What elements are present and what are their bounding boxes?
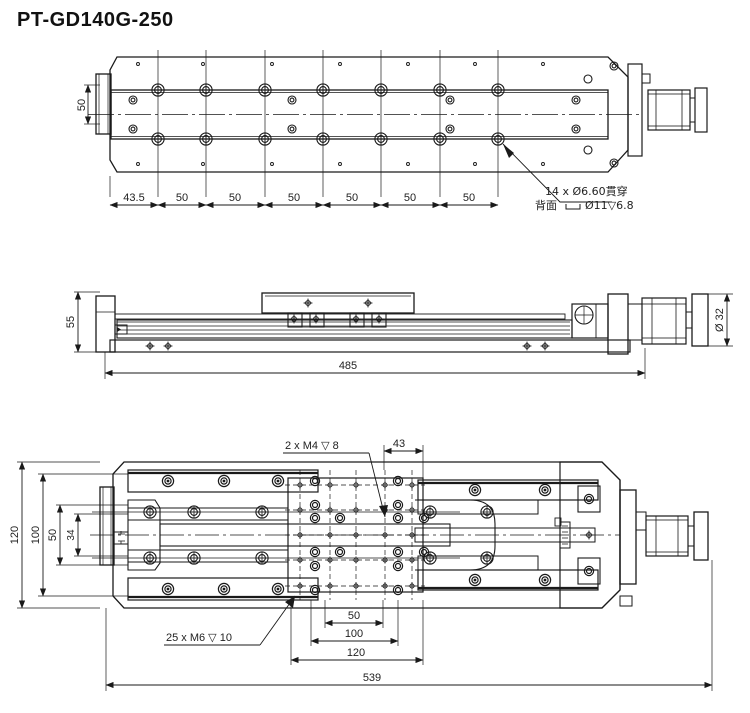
callout-14x-line2-prefix: 背面 (535, 198, 557, 212)
top-view-callout-14x: 14 x Ø6.60貫穿 背面 Ø11▽6.8 (502, 143, 634, 212)
callout-14x-line1: 14 x Ø6.60貫穿 (545, 184, 628, 198)
dim-label-55: 55 (65, 316, 77, 328)
bottom-view-horizontal-dims: 50 100 120 539 (105, 560, 713, 691)
callout-14x-line2-rest: Ø11▽6.8 (585, 199, 634, 212)
top-view-small-holes (136, 62, 545, 166)
bottom-view-dim-43: 43 (383, 438, 424, 478)
dim-label-50-e: 50 (404, 192, 416, 204)
dim-label-b120-v: 120 (9, 526, 21, 544)
callout-m6-text: 25 x M6 ▽ 10 (166, 632, 232, 644)
dim-label-50-d: 50 (346, 192, 358, 204)
dim-label-b100-v: 100 (30, 526, 42, 544)
dim-label-539: 539 (363, 672, 381, 684)
dim-label-b50-v: 50 (47, 529, 59, 541)
dim-label-50-f: 50 (463, 192, 475, 204)
dim-label-50-c: 50 (288, 192, 300, 204)
front-view-dim-55: 55 (65, 291, 100, 353)
dim-label-top-50: 50 (76, 99, 88, 111)
dim-label-b120: 120 (347, 647, 365, 659)
bottom-view-callout-m4: 2 x M4 ▽ 8 (283, 440, 388, 518)
bottom-view-group: 120 100 50 34 2 x M4 ▽ 8 (9, 438, 713, 691)
dim-label-b100: 100 (345, 628, 363, 640)
bottom-view-callout-m6: 25 x M6 ▽ 10 (164, 595, 296, 646)
dim-label-43-5: 43.5 (123, 192, 144, 204)
callout-m4-text: 2 x M4 ▽ 8 (285, 440, 339, 452)
bottom-view-vertical-dims: 120 100 50 34 (9, 461, 128, 609)
bottom-view-m6-grid (285, 470, 430, 600)
front-view-group: 55 485 Ø 32 (65, 291, 733, 379)
dim-label-43: 43 (393, 438, 405, 450)
dim-label-485: 485 (339, 360, 357, 372)
dim-label-d32: Ø 32 (714, 308, 726, 332)
page-title: PT-GD140G-250 (17, 9, 174, 31)
dim-label-50-a: 50 (176, 192, 188, 204)
front-view-dim-d32: Ø 32 (708, 293, 733, 347)
top-view-group: 50 43.5 50 50 50 50 50 50 (76, 50, 708, 212)
dim-label-b50: 50 (348, 610, 360, 622)
top-view-dim-chain: 43.5 50 50 50 50 50 50 (109, 192, 499, 209)
dim-label-50-b: 50 (229, 192, 241, 204)
dim-label-b34-v: 34 (66, 529, 77, 541)
front-view-dim-485: 485 (104, 348, 646, 379)
top-view-dim-50-vertical: 50 (76, 84, 100, 125)
